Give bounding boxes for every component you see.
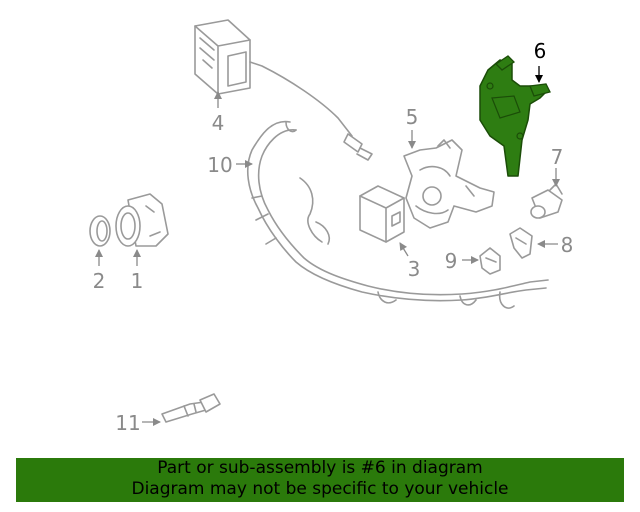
callout-6[interactable]: 6 [534, 39, 547, 63]
callout-8[interactable]: 8 [561, 233, 574, 257]
part-11-sensor[interactable] [161, 393, 221, 423]
banner-line-1: Part or sub-assembly is #6 in diagram [157, 458, 483, 478]
callout-1[interactable]: 1 [131, 269, 144, 293]
leader-3 [399, 242, 409, 257]
part-3-module[interactable] [359, 185, 405, 243]
callout-5[interactable]: 5 [406, 105, 419, 129]
part-4-module[interactable] [194, 19, 373, 161]
banner-line-2: Diagram may not be specific to your vehi… [131, 479, 509, 499]
callout-9[interactable]: 9 [445, 249, 458, 273]
parts-diagram: 1 2 3 4 5 6 7 8 9 10 11 [89, 19, 574, 435]
callout-4[interactable]: 4 [212, 111, 225, 135]
part-1-housing[interactable] [115, 193, 169, 247]
callout-11[interactable]: 11 [115, 411, 140, 435]
part-7-sensor[interactable] [530, 183, 563, 219]
callout-10[interactable]: 10 [207, 153, 232, 177]
part-9-clip[interactable] [479, 247, 501, 275]
callout-3[interactable]: 3 [408, 257, 421, 281]
part-6-bracket[interactable] [479, 55, 551, 177]
part-10-harness[interactable] [246, 120, 549, 309]
part-8-clip[interactable] [509, 227, 533, 259]
callout-7[interactable]: 7 [551, 145, 564, 169]
part-5-bracket[interactable] [403, 139, 495, 229]
callout-2[interactable]: 2 [93, 269, 106, 293]
part-2-ring[interactable] [89, 215, 111, 247]
info-banner: Part or sub-assembly is #6 in diagram Di… [16, 458, 624, 502]
